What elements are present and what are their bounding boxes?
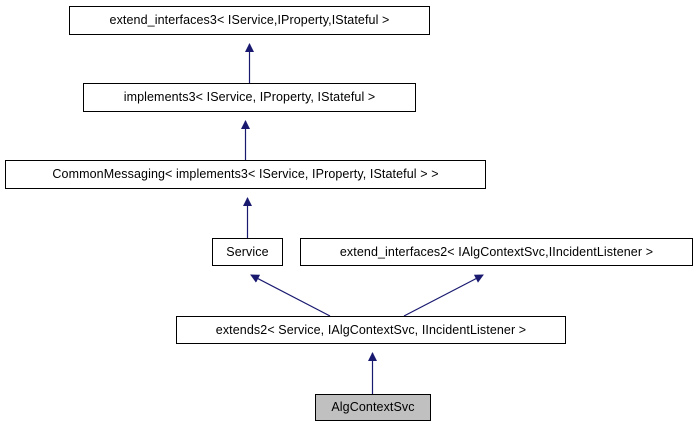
node-implements3[interactable]: implements3< IService, IProperty, IState… [83, 83, 416, 112]
node-extend-interfaces3[interactable]: extend_interfaces3< IService,IProperty,I… [69, 6, 430, 35]
node-label: extend_interfaces3< IService,IProperty,I… [109, 13, 390, 28]
node-label: extends2< Service, IAlgContextSvc, IInci… [215, 322, 527, 337]
node-label: implements3< IService, IProperty, IState… [123, 90, 376, 105]
node-label: AlgContextSvc [331, 400, 415, 415]
node-extends2[interactable]: extends2< Service, IAlgContextSvc, IInci… [176, 316, 566, 344]
node-service[interactable]: Service [212, 238, 283, 266]
node-extend-interfaces2[interactable]: extend_interfaces2< IAlgContextSvc,IInci… [300, 238, 693, 266]
edge-extends2-to-service [250, 274, 331, 317]
node-algcontextsvc[interactable]: AlgContextSvc [315, 394, 431, 421]
edge-extends2-to-extend-interfaces2 [403, 274, 484, 317]
node-commonmessaging[interactable]: CommonMessaging< implements3< IService, … [5, 160, 486, 189]
node-label: Service [226, 244, 269, 259]
node-label: extend_interfaces2< IAlgContextSvc,IInci… [339, 244, 654, 259]
node-label: CommonMessaging< implements3< IService, … [52, 167, 439, 182]
